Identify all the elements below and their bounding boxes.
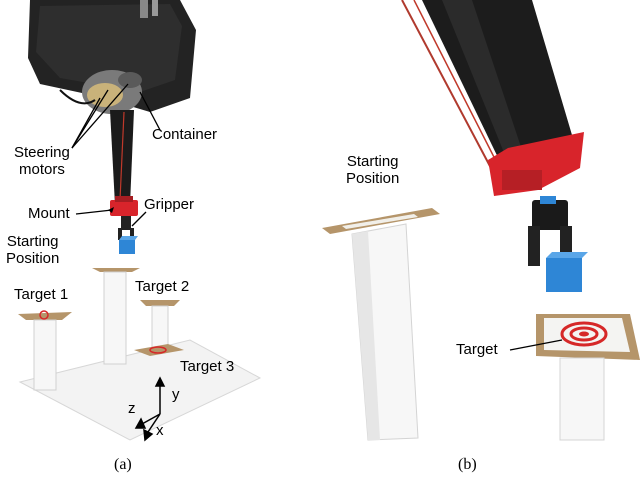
axis-x-label: x xyxy=(156,422,164,439)
target1-pillar xyxy=(33,319,57,391)
target2-pillar xyxy=(151,305,169,349)
label-start-a-line2: Position xyxy=(6,249,60,267)
label-container: Container xyxy=(152,126,218,143)
label-steering-line1: Steering xyxy=(14,144,70,161)
target-pillar-closeup xyxy=(559,357,605,441)
label-target-2: Target 2 xyxy=(135,278,190,295)
panel-b-scene xyxy=(322,0,640,446)
axis-y-label: y xyxy=(172,386,180,403)
label-starting-position-b: Starting Position xyxy=(346,153,400,187)
label-start-b-line2: Position xyxy=(346,169,400,187)
bullseye xyxy=(560,321,608,347)
caption-b: (b) xyxy=(458,456,477,473)
start-pillar xyxy=(103,271,127,365)
blue-cube xyxy=(119,240,135,254)
axis-triad xyxy=(134,376,166,442)
mount-part xyxy=(110,200,138,216)
blue-cube-closeup xyxy=(546,258,582,292)
label-gripper: Gripper xyxy=(144,196,195,213)
target3-pad xyxy=(134,344,184,356)
gripper-closeup xyxy=(532,200,568,230)
photo-panel-a: Steering motors Container Mount Gripper … xyxy=(0,0,318,446)
label-mount: Mount xyxy=(28,205,70,222)
label-target: Target xyxy=(456,341,498,358)
label-steering-motors: Steering motors xyxy=(14,144,70,178)
label-target-1: Target 1 xyxy=(14,286,69,303)
caption-a: (a) xyxy=(114,456,132,473)
panel-a-scene xyxy=(0,0,318,446)
label-steering-line2: motors xyxy=(19,160,65,178)
label-target-3: Target 3 xyxy=(180,358,235,375)
label-start-a-line1: Starting xyxy=(6,233,59,250)
ground-board xyxy=(18,339,262,441)
photo-panel-b: Starting Position Target xyxy=(322,0,640,446)
label-start-b-line1: Starting xyxy=(346,153,399,170)
label-starting-position-a: Starting Position xyxy=(6,233,60,267)
axis-z-label: z xyxy=(128,400,136,417)
